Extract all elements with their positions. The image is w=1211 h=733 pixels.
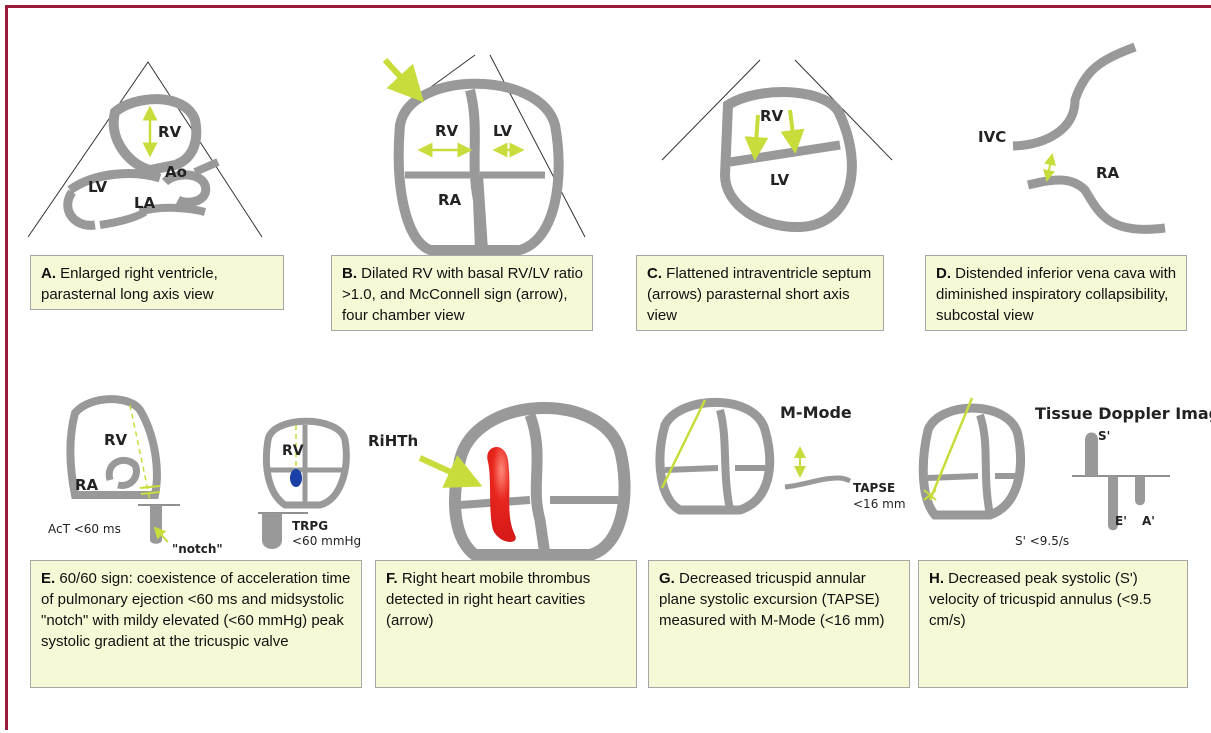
- caption-panel-a: A. Enlarged right ventricle, parasternal…: [30, 255, 284, 310]
- caption-f-text: Right heart mobile thrombus detected in …: [386, 570, 590, 629]
- caption-panel-h: H. Decreased peak systolic (S') velocity…: [918, 560, 1188, 688]
- caption-b-text: Dilated RV with basal RV/LV ratio >1.0, …: [342, 265, 583, 324]
- caption-panel-f: F. Right heart mobile thrombus detected …: [375, 560, 637, 688]
- caption-e-text: 60/60 sign: coexistence of acceleration …: [41, 570, 350, 650]
- caption-a-letter: A.: [41, 265, 56, 282]
- label-h-s: S': [1098, 429, 1110, 443]
- panel-d-diagram: [1013, 47, 1165, 229]
- caption-d-letter: D.: [936, 265, 951, 282]
- label-a-ao: Ao: [165, 163, 187, 181]
- caption-g-letter: G.: [659, 570, 675, 587]
- caption-g-text: Decreased tricuspid annular plane systol…: [659, 570, 884, 629]
- label-e-act: AcT <60 ms: [48, 522, 121, 536]
- label-e-trpg: TRPG: [292, 519, 328, 533]
- panel-c-diagram: [662, 60, 892, 227]
- label-c-rv: RV: [760, 107, 784, 125]
- caption-panel-c: C. Flattened intraventricle septum (arro…: [636, 255, 884, 331]
- label-d-ivc: IVC: [978, 128, 1006, 146]
- label-e-ra: RA: [75, 476, 99, 494]
- label-e-rv2: RV: [282, 443, 304, 459]
- label-e-rv1: RV: [104, 431, 128, 449]
- caption-panel-b: B. Dilated RV with basal RV/LV ratio >1.…: [331, 255, 593, 331]
- caption-panel-e: E. 60/60 sign: coexistence of accelerati…: [30, 560, 362, 688]
- label-f-rihth: RiHTh: [368, 432, 418, 450]
- caption-b-letter: B.: [342, 265, 357, 282]
- panel-f-diagram: [420, 408, 625, 555]
- caption-f-letter: F.: [386, 570, 398, 587]
- caption-c-letter: C.: [647, 265, 662, 282]
- caption-c-text: Flattened intraventricle septum (arrows)…: [647, 265, 871, 324]
- label-a-la: LA: [134, 194, 156, 212]
- caption-e-letter: E.: [41, 570, 55, 587]
- label-c-lv: LV: [770, 171, 789, 189]
- label-b-ra: RA: [438, 191, 462, 209]
- label-e-trpg-value: <60 mmHg: [292, 534, 361, 548]
- label-h-a: A': [1142, 514, 1155, 528]
- caption-h-letter: H.: [929, 570, 944, 587]
- label-h-e: E': [1115, 514, 1127, 528]
- caption-a-text: Enlarged right ventricle, parasternal lo…: [41, 265, 218, 303]
- caption-panel-d: D. Distended inferior vena cava with dim…: [925, 255, 1187, 331]
- caption-panel-g: G. Decreased tricuspid annular plane sys…: [648, 560, 910, 688]
- label-b-rv: RV: [435, 122, 459, 140]
- label-g-tapse-value: <16 mm: [853, 497, 906, 511]
- label-g-mmode: M-Mode: [780, 403, 852, 422]
- caption-h-text: Decreased peak systolic (S') velocity of…: [929, 570, 1151, 629]
- label-h-sval: S' <9.5/s: [1015, 534, 1069, 548]
- label-d-ra: RA: [1096, 164, 1120, 182]
- label-h-tdi: Tissue Doppler Imaging: [1035, 404, 1211, 423]
- label-a-lv: LV: [88, 178, 107, 196]
- label-e-notch: "notch": [172, 542, 223, 556]
- caption-d-text: Distended inferior vena cava with dimini…: [936, 265, 1176, 324]
- label-b-lv: LV: [493, 122, 512, 140]
- panel-b-diagram: [385, 55, 585, 250]
- label-a-rv: RV: [158, 123, 182, 141]
- label-g-tapse: TAPSE: [853, 481, 895, 495]
